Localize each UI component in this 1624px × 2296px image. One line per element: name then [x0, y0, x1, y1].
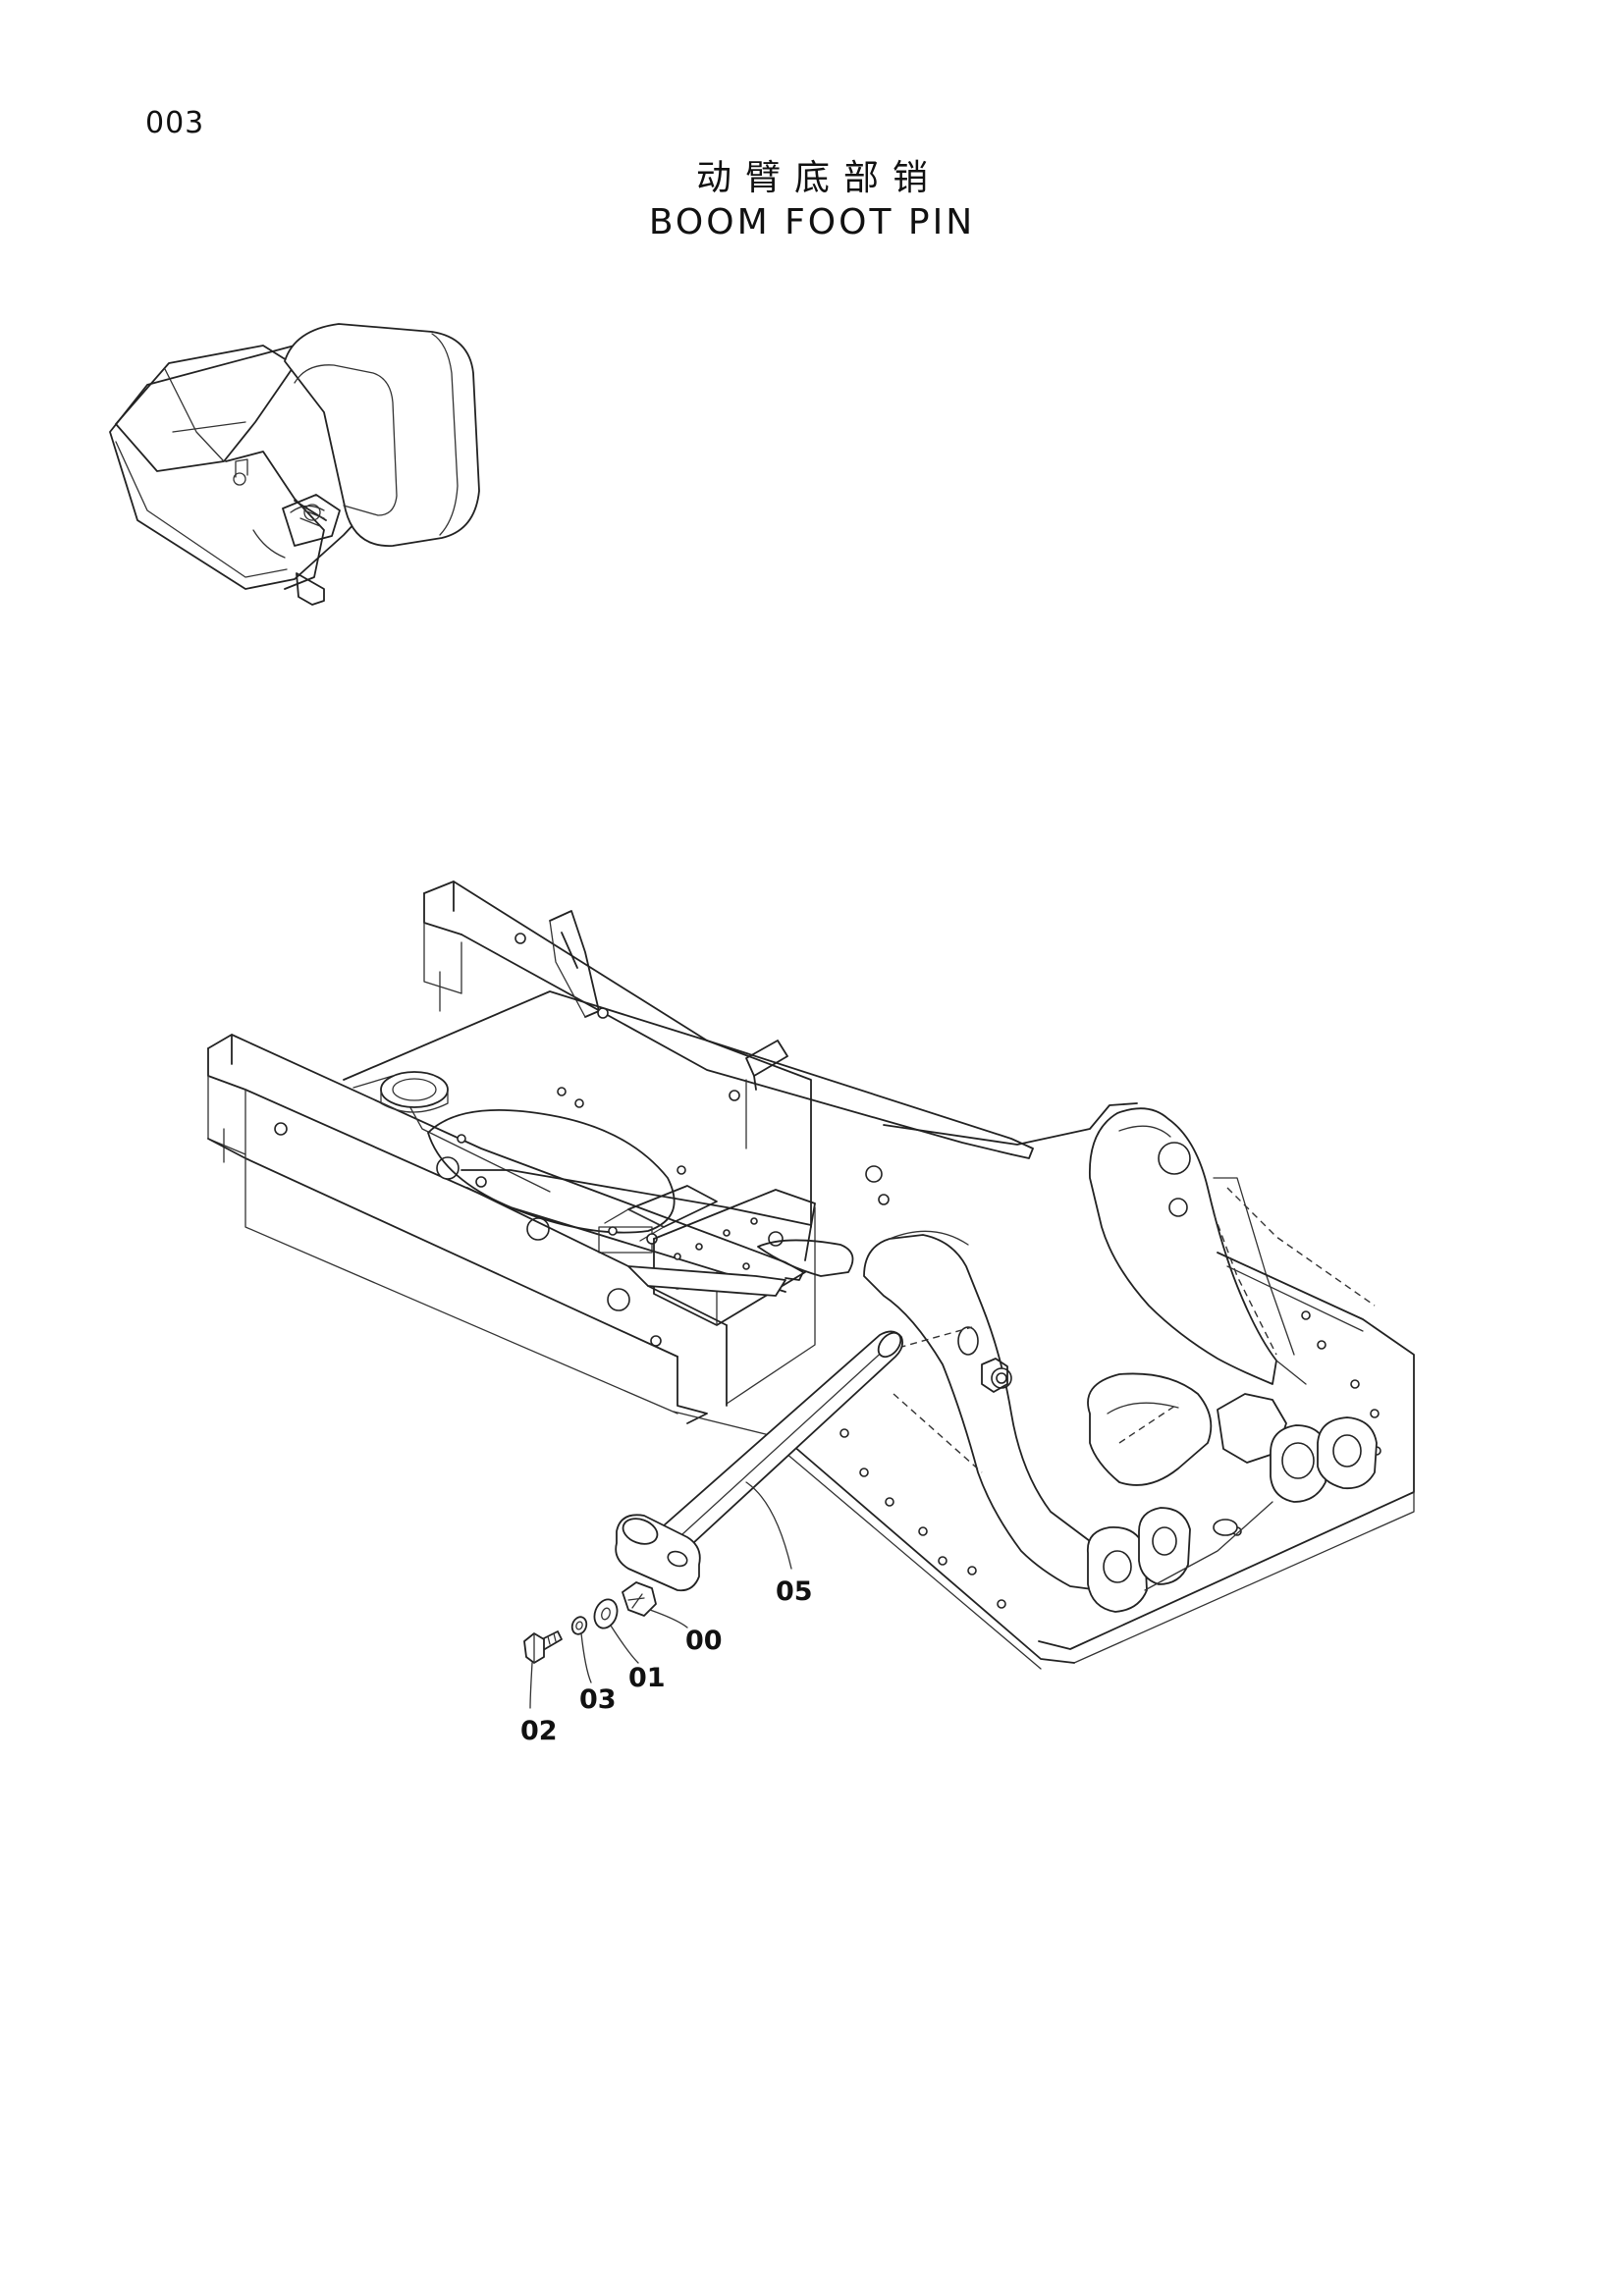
machine-overview-thumbnail [109, 323, 480, 606]
upper-frame-assembly [207, 881, 1415, 1670]
title-english: BOOM FOOT PIN [648, 202, 976, 242]
callout-05: 05 [776, 1576, 813, 1607]
leader-00 [649, 1609, 688, 1629]
callout-03: 03 [579, 1684, 617, 1715]
callout-00: 00 [685, 1626, 723, 1656]
leader-01 [610, 1625, 639, 1664]
spring-washer-03 [570, 1616, 588, 1635]
page-number: 003 [145, 106, 205, 140]
leader-03 [580, 1632, 592, 1683]
washer-01 [593, 1598, 619, 1629]
callout-02: 02 [520, 1716, 558, 1746]
leader-02 [529, 1662, 533, 1709]
bolt-02 [523, 1630, 563, 1664]
callout-01: 01 [628, 1663, 666, 1693]
exploded-pin-parts [523, 1326, 973, 1709]
title-chinese: 动臂底部销 [695, 158, 942, 198]
leader-05 [745, 1481, 792, 1570]
nut-00 [622, 1581, 657, 1617]
boom-foot-pin-05 [615, 1326, 973, 1592]
